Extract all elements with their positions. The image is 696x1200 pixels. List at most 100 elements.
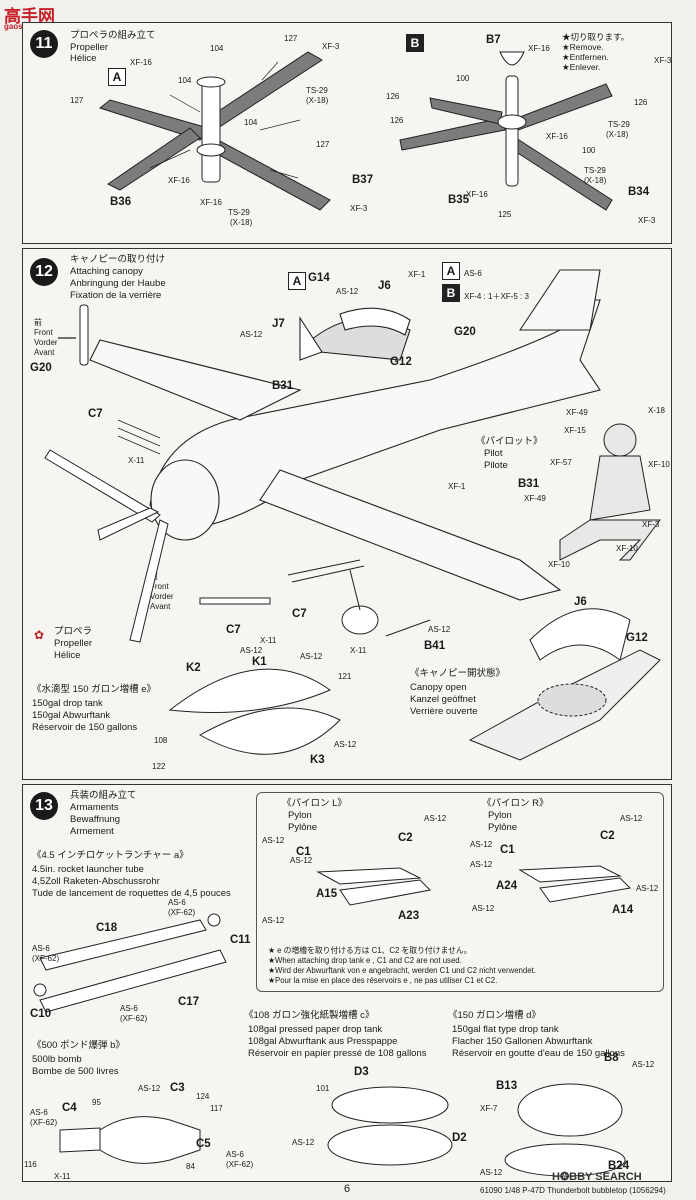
page-number: 6 — [344, 1183, 351, 1195]
bomb-en: 500lb bomb — [32, 1054, 82, 1065]
rocket-title: 《4.5 インチロケットランチャー a》 — [32, 850, 189, 861]
part-label-d3: D3 — [354, 1066, 369, 1078]
pylon-l-fr: Pylône — [288, 822, 318, 833]
callout-as-12: AS-12 — [300, 652, 323, 661]
callout-xf-16: XF-16 — [200, 198, 222, 207]
callout--x-18-: (X-18) — [584, 176, 607, 185]
step-11-title-fr: Hélice — [70, 53, 97, 64]
callout-as-12: AS-12 — [636, 884, 659, 893]
part-label-b34: B34 — [628, 186, 650, 198]
callout-as-12: AS-12 — [620, 814, 643, 823]
step-12-title-jp: キャノピーの取り付け — [70, 254, 166, 265]
callout-as-12: AS-12 — [336, 287, 359, 296]
pylon-r-fr: Pylône — [488, 822, 518, 833]
step-12-number: 12 — [30, 258, 58, 286]
part-label-a15: A15 — [316, 888, 338, 900]
callout-xf-10: XF-10 — [648, 460, 670, 469]
callout--x-18-: (X-18) — [306, 96, 329, 105]
callout-100: 100 — [456, 74, 470, 83]
callout-xf-16: XF-16 — [466, 190, 488, 199]
canopy-open-en: Canopy open — [410, 682, 467, 693]
callout-124: 124 — [196, 1092, 210, 1101]
pilot-fr: Pilote — [484, 460, 508, 471]
callout-as-6: AS-6 — [168, 898, 186, 907]
callout-xf-16: XF-16 — [546, 132, 568, 141]
rocket-en: 4.5in. rocket launcher tube — [32, 864, 144, 875]
part-label-k2: K2 — [186, 662, 201, 674]
callout-xf-3: XF-3 — [642, 520, 660, 529]
callout-as-12: AS-12 — [292, 1138, 315, 1147]
step-11-title-jp: プロペラの組み立て — [70, 30, 156, 41]
part-label-c11: C11 — [230, 934, 251, 946]
callout-x-11: X-11 — [350, 646, 367, 655]
part-label-d2: D2 — [452, 1132, 467, 1144]
part-label-c3: C3 — [170, 1082, 185, 1094]
paper-tank-fr: Réservoir en papier pressé de 108 gallon… — [248, 1048, 427, 1059]
callout-121: 121 — [338, 672, 352, 681]
callout-xf-16: XF-16 — [528, 44, 550, 53]
watermark-left: 高手网 — [4, 7, 55, 26]
step-12-title-en: Attaching canopy — [70, 266, 143, 277]
part-label-g20: G20 — [454, 326, 476, 338]
pylon-r-en: Pylon — [488, 810, 512, 821]
callout-126: 126 — [634, 98, 648, 107]
canopy-open-title: 《キャノピー開状態》 — [410, 668, 506, 679]
callout-as-6: AS-6 — [464, 269, 482, 278]
callout-100: 100 — [582, 146, 596, 155]
rocket-fr: Tude de lancement de roquettes de 4,5 po… — [32, 888, 231, 899]
callout-127: 127 — [70, 96, 84, 105]
pilot-en: Pilot — [484, 448, 503, 459]
part-label-b36: B36 — [110, 196, 132, 208]
callout-as-12: AS-12 — [470, 840, 493, 849]
part-label-b37: B37 — [352, 174, 374, 186]
part-label-c7: C7 — [226, 624, 241, 636]
step-11-title-en: Propeller — [70, 42, 109, 53]
callout-95: 95 — [92, 1098, 101, 1107]
part-label-c1: C1 — [296, 846, 311, 858]
canopy-variant-a-box: A — [288, 272, 306, 290]
callout-ts-29: TS-29 — [608, 120, 630, 129]
pylon-r-title: 《パイロン R》 — [482, 798, 549, 809]
flat-tank-fr: Réservoir en goutte d'eau de 150 gallons — [452, 1048, 625, 1059]
callout-x-18: X-18 — [648, 406, 665, 415]
callout-x-11: X-11 — [54, 1172, 71, 1181]
propeller-note-fr: Hélice — [54, 650, 81, 661]
callout-as-6: AS-6 — [226, 1150, 244, 1159]
callout--xf-62-: (XF-62) — [120, 1014, 148, 1023]
part-label-c2: C2 — [600, 830, 615, 842]
part-label-c18: C18 — [96, 922, 118, 934]
canopy-open-j6: J6 — [574, 596, 587, 608]
callout-104: 104 — [178, 76, 192, 85]
part-label-c1: C1 — [500, 844, 515, 856]
callout-xf-7: XF-7 — [480, 1104, 498, 1113]
callout-as-6: AS-6 — [30, 1108, 48, 1117]
part-label-b24: B24 — [608, 1160, 630, 1172]
callout-as-12: AS-12 — [240, 330, 263, 339]
callout-104: 104 — [210, 44, 224, 53]
canopy-open-fr: Verrière ouverte — [410, 706, 478, 717]
droptank-e-title: 《水滴型 150 ガロン増槽 e》 — [32, 684, 157, 695]
callout-101: 101 — [316, 1084, 330, 1093]
callout-x-11: X-11 — [260, 636, 277, 645]
callout-as-12: AS-12 — [470, 860, 493, 869]
part-label-b31: B31 — [272, 380, 294, 392]
step-12-title-de: Anbringung der Haube — [70, 278, 166, 289]
part-label-g14: G14 — [308, 272, 330, 284]
flat-tank-en: 150gal flat type drop tank — [452, 1024, 559, 1035]
callout-125: 125 — [498, 210, 512, 219]
callout-122: 122 — [152, 762, 166, 771]
callout-as-12: AS-12 — [472, 904, 495, 913]
bomb-title: 《500 ポンド爆弾 b》 — [32, 1040, 125, 1051]
callout-as-12: AS-12 — [262, 836, 285, 845]
callout-as-6: AS-6 — [32, 944, 50, 953]
canopy-open-g12: G12 — [626, 632, 648, 644]
paper-tank-de: 108gal Abwurftank aus Presspappe — [248, 1036, 398, 1047]
variant-a-box: A — [108, 68, 126, 86]
flat-tank-title: 《150 ガロン増槽 d》 — [448, 1010, 541, 1021]
callout-117: 117 — [210, 1104, 223, 1113]
callout-xf-15: XF-15 — [564, 426, 586, 435]
